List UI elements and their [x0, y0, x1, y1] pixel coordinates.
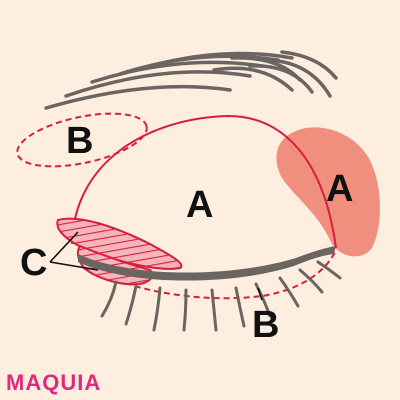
label-zone-b-brow: B: [66, 120, 94, 162]
eyebrow: [44, 50, 338, 110]
brand-logo: MAQUIA: [6, 370, 102, 395]
lower-lashes: [100, 260, 342, 332]
upper-lash-line: [78, 246, 336, 281]
label-zone-b-lower: B: [252, 304, 280, 346]
zone-b-brow-outline: [16, 112, 148, 168]
zone-a-lid-outline: [71, 114, 337, 249]
label-zone-c: C: [20, 242, 48, 284]
zone-b-lower-pointer: [257, 287, 263, 301]
zone-c-upper-hatch: [56, 217, 183, 270]
label-zone-a-lid: A: [186, 184, 214, 226]
zone-a-outer-corner: [276, 127, 380, 257]
zone-c-pointer-lines: [49, 231, 99, 271]
label-zone-a-corner: A: [326, 168, 354, 210]
